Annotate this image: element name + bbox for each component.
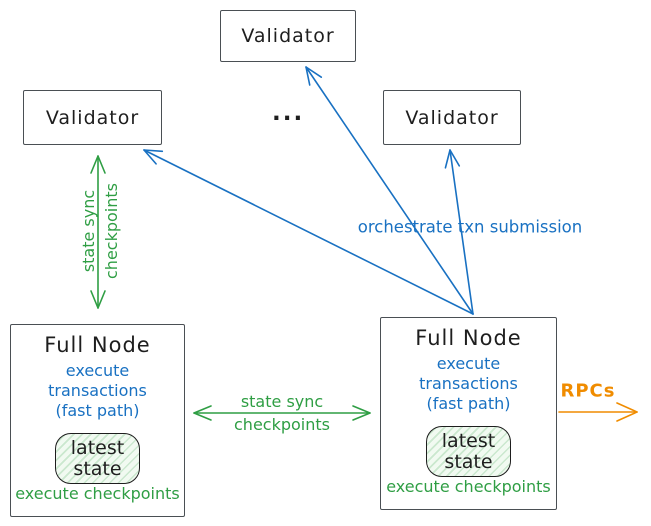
validator-left-label: Validator	[45, 106, 140, 129]
full-node-right-title: Full Node	[415, 326, 522, 350]
execute-transactions-label: execute transactions	[48, 361, 147, 400]
orchestrate-arrow-to-top-validator	[305, 66, 474, 315]
state-sync-label-line2: checkpoints	[102, 183, 121, 279]
orchestrate-arrow-to-left-validator	[143, 149, 474, 315]
validator-box-top: Validator	[220, 10, 356, 62]
full-node-left-title: Full Node	[44, 333, 151, 357]
execute-transactions-label: execute transactions	[419, 354, 518, 393]
full-node-box-left: Full Node execute transactions (fast pat…	[10, 324, 185, 517]
validator-top-label: Validator	[241, 25, 335, 47]
full-node-left-execute-checkpoints: execute checkpoints	[15, 484, 180, 503]
full-node-right-execute-checkpoints: execute checkpoints	[386, 477, 551, 496]
state-sync-vertical-label: state sync checkpoints	[77, 183, 123, 279]
orchestrate-arrow-to-right-validator	[444, 149, 474, 315]
state-sync-label-line2: checkpoints	[234, 415, 330, 434]
rpcs-label: RPCs	[560, 380, 616, 402]
validator-right-label: Validator	[405, 106, 499, 129]
full-node-right-execute-transactions: execute transactions (fast path)	[385, 354, 552, 414]
state-sync-horizontal-label: state sync checkpoints	[234, 390, 330, 436]
latest-state-box-left: latest state	[55, 433, 140, 484]
fast-path-label: (fast path)	[55, 401, 140, 420]
latest-state-line2: state	[444, 450, 493, 473]
latest-state-box-right: latest state	[426, 426, 511, 477]
latest-state-line1: latest	[441, 429, 496, 452]
validator-ellipsis: ...	[272, 100, 305, 126]
state-sync-label-line1: state sync	[79, 189, 98, 273]
full-node-left-execute-transactions: execute transactions (fast path)	[15, 361, 180, 421]
latest-state-line2: state	[73, 457, 122, 480]
full-node-box-right: Full Node execute transactions (fast pat…	[380, 317, 557, 510]
fast-path-label: (fast path)	[426, 394, 511, 413]
latest-state-line1: latest	[70, 436, 125, 459]
orchestrate-txn-submission-label: orchestrate txn submission	[357, 217, 583, 237]
validator-box-left: Validator	[23, 90, 162, 145]
state-sync-label-line1: state sync	[240, 392, 324, 411]
validator-box-right: Validator	[383, 90, 521, 145]
